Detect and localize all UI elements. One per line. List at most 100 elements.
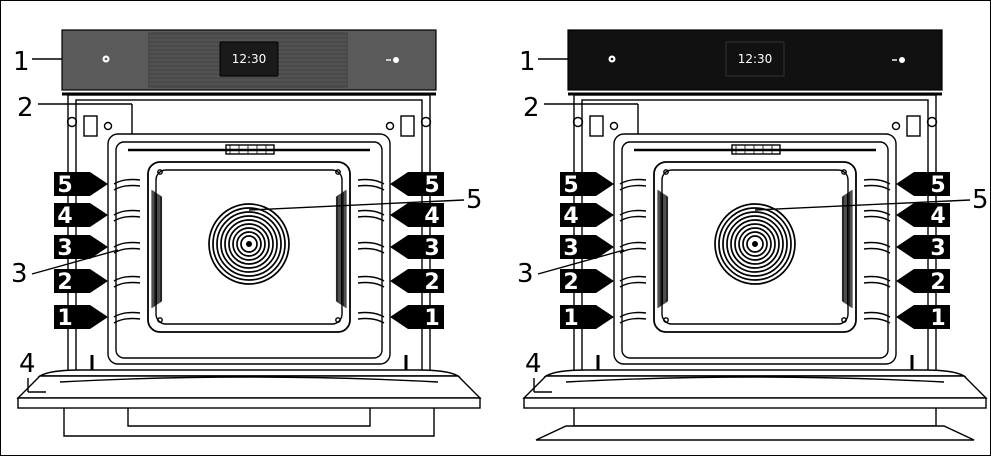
back-panel-screw (335, 317, 341, 323)
runner-left (113, 215, 141, 222)
back-panel-screw (157, 317, 163, 323)
door-top (37, 369, 461, 377)
lamp-housing (225, 144, 275, 155)
runner-left (113, 275, 141, 282)
door-bevel (522, 375, 988, 399)
runner-right (357, 215, 385, 222)
runner-right (863, 209, 891, 216)
door-edge (523, 397, 987, 409)
runner-left (619, 241, 647, 248)
fan-ring (240, 235, 258, 253)
back-panel-screw (841, 169, 847, 175)
door-edge (17, 397, 481, 409)
back-panel-screw (335, 169, 341, 175)
callout-heating-element: 3 (11, 259, 28, 289)
shelf-level-label: 2 (563, 270, 578, 295)
runner-left (619, 178, 647, 185)
runner-right (863, 311, 891, 318)
runner-right (863, 215, 891, 222)
fan-ring (224, 219, 274, 269)
power-icon-center (610, 57, 614, 61)
shelf-badge-left (560, 172, 614, 196)
fan-ring (718, 207, 792, 281)
door-base (535, 425, 975, 441)
fan-hub (246, 241, 252, 247)
runner-right (863, 281, 891, 288)
shelf-level-label: 2 (57, 270, 72, 295)
runner-right (863, 317, 891, 324)
runner-left (113, 209, 141, 216)
runner-right (357, 241, 385, 248)
shelf-level-label: 3 (930, 236, 945, 261)
runner-right (357, 184, 385, 191)
latch-left (83, 115, 98, 137)
shelf-level-label: 1 (424, 306, 439, 331)
door-bevel (16, 375, 482, 399)
shelf-badge-left (54, 235, 108, 259)
fan-ring (208, 203, 290, 285)
leader-heating-element (31, 249, 119, 275)
shelf-badge-right (896, 172, 950, 196)
shelf-badge-left (54, 203, 108, 227)
shelf-badge-right (390, 203, 444, 227)
runner-left (113, 247, 141, 254)
latch-right (906, 115, 921, 137)
shelf-level-label: 1 (563, 306, 578, 331)
hinge-left (572, 116, 584, 128)
shelf-badge-right (390, 172, 444, 196)
fan-ring (722, 211, 788, 277)
runner-right (357, 275, 385, 282)
shelf-badge-right (390, 235, 444, 259)
fan-ring (236, 231, 262, 257)
screw-left (103, 121, 113, 131)
door-handle-recess (127, 408, 371, 427)
runner-right (357, 209, 385, 216)
runner-left (619, 247, 647, 254)
shelf-badge-left (560, 305, 614, 329)
fan-hub (752, 241, 758, 247)
runner-left (113, 317, 141, 324)
runner-left (619, 209, 647, 216)
shelf-badge-left (560, 203, 614, 227)
callout-door: 4 (19, 349, 36, 379)
runner-left (113, 311, 141, 318)
runner-left (619, 311, 647, 318)
callout-door: 4 (525, 349, 542, 379)
clock-readout: 12:30 (232, 52, 267, 66)
fan-ring (726, 215, 784, 273)
runner-right (863, 275, 891, 282)
back-panel-screw (663, 317, 669, 323)
shelf-level-label: 2 (424, 270, 439, 295)
fan-ring (742, 231, 768, 257)
runner-right (863, 241, 891, 248)
oven-cavity (613, 133, 897, 365)
shelf-badge-left (560, 235, 614, 259)
runner-left (113, 184, 141, 191)
display-screen (725, 41, 785, 77)
hinge-right (926, 116, 938, 128)
fan-ring (220, 215, 278, 273)
shelf-badge-right (390, 305, 444, 329)
runner-right (357, 311, 385, 318)
shelf-level-label: 5 (930, 173, 945, 198)
power-icon-center (104, 57, 108, 61)
callout-control-panel: 1 (519, 47, 536, 77)
leader-fan (248, 199, 465, 211)
shelf-level-label: 5 (424, 173, 439, 198)
shelf-level-label: 1 (57, 306, 72, 331)
hinge-left (66, 116, 78, 128)
shelf-level-label: 3 (57, 236, 72, 261)
runner-right (863, 247, 891, 254)
callout-fan: 5 (466, 185, 483, 215)
runner-right (863, 178, 891, 185)
fan-ring (734, 223, 776, 265)
shelf-badge-right (896, 269, 950, 293)
screw-right (891, 121, 901, 131)
shelf-badge-right (390, 269, 444, 293)
shelf-badge-right (896, 235, 950, 259)
fan-ring (746, 235, 764, 253)
oven-cavity (107, 133, 391, 365)
shelf-badge-left (54, 269, 108, 293)
